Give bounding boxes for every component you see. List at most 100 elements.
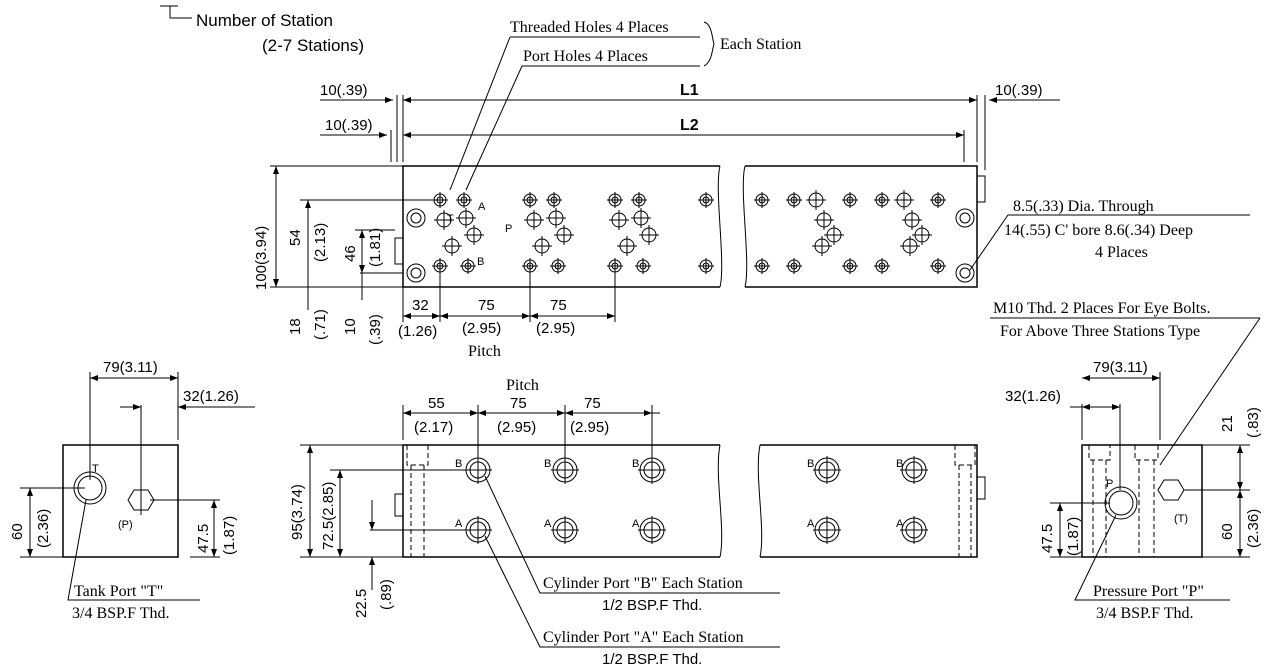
port-hole [524, 210, 544, 230]
left-dim-60-in: (2.36) [35, 509, 52, 548]
callout-each-station: Each Station [720, 36, 801, 53]
front-dim-75b-in: (2.95) [570, 419, 609, 436]
callout-cylinder-a-thread: 1/2 BSP.F Thd. [602, 651, 702, 668]
dim-46-in: (1.81) [367, 228, 384, 267]
dim-l1: L1 [680, 82, 699, 99]
mounting-hole [406, 208, 426, 228]
threaded-hole [754, 192, 770, 208]
front-dim-75b: 75 [584, 395, 601, 412]
left-dim-32: 32(1.26) [183, 388, 239, 405]
front-left-boss [394, 493, 404, 517]
port-hole [434, 210, 454, 230]
front-label-b: B [896, 458, 903, 470]
threaded-hole [754, 258, 770, 274]
front-label-a: A [544, 518, 552, 530]
port-hole [639, 225, 659, 245]
front-label-a: A [807, 518, 815, 530]
threaded-hole [930, 192, 946, 208]
top-block-left [402, 165, 720, 288]
port-hole [617, 236, 637, 256]
cylinder-port [638, 456, 666, 484]
threaded-hole [786, 258, 802, 274]
port-hole [532, 236, 552, 256]
dim-75b-in: (2.95) [536, 320, 575, 337]
callout-eye-bolts-2: For Above Three Stations Type [1000, 323, 1200, 340]
front-label-b: B [807, 458, 814, 470]
right-dim-47-in: (1.87) [1065, 517, 1082, 556]
dim-32: 32 [412, 297, 429, 314]
left-dim-79: 79(3.11) [103, 359, 158, 376]
dim-54-in: (2.13) [312, 223, 329, 262]
port-hole [456, 208, 476, 228]
threaded-hole [930, 258, 946, 274]
right-dim-21-in: (.83) [1245, 407, 1262, 438]
dim-10-left-a: 10(.39) [320, 82, 368, 99]
dim-10-left-b: 10(.39) [325, 117, 373, 134]
front-label-a: A [455, 518, 463, 530]
callout-eye-bolts-1: M10 Thd. 2 Places For Eye Bolts. [993, 300, 1210, 317]
dim-75a-in: (2.95) [462, 320, 501, 337]
right-side-view: P (T) 79(3.11) 32(1.26) 21 (.83) 60 (2.3… [1005, 359, 1262, 622]
front-dim-95: 95(3.74) [289, 484, 306, 540]
eye-bolt-note: M10 Thd. 2 Places For Eye Bolts. For Abo… [990, 300, 1261, 466]
port-hole [902, 210, 922, 230]
callout-port-holes: Port Holes 4 Places [523, 48, 648, 65]
callout-cylinder-a: Cylinder Port "A" Each Station [543, 629, 744, 646]
port-hole [812, 236, 832, 256]
dim-54: 54 [287, 229, 304, 246]
right-side-block [1081, 444, 1203, 558]
callout-cylinder-b: Cylinder Port "B" Each Station [543, 575, 743, 592]
right-dim-47: 47.5 [1039, 524, 1056, 553]
top-left-boss [394, 237, 404, 265]
callout-tank-port: Tank Port "T" [74, 583, 163, 600]
left-dim-60: 60 [9, 523, 26, 540]
threaded-hole [842, 192, 858, 208]
number-of-station-label: Number of Station [196, 11, 333, 30]
front-label-b: B [455, 458, 462, 470]
left-side-block [62, 444, 179, 558]
front-label-a: A [632, 518, 640, 530]
front-right-boss [976, 476, 986, 500]
cylinder-port [551, 516, 579, 544]
dim-10: 10 [342, 318, 359, 335]
top-block-right [745, 165, 978, 288]
front-block-left [402, 444, 720, 558]
dim-75a: 75 [478, 297, 495, 314]
threaded-hole [635, 258, 651, 274]
right-dim-32: 32(1.26) [1005, 388, 1061, 405]
threaded-hole [456, 192, 472, 208]
left-dim-47: 47.5 [195, 524, 212, 553]
front-label-b: B [544, 458, 551, 470]
dim-18: 18 [287, 318, 304, 335]
front-view: B B B B B A A A A A Pitch 55 (2.17) 75 (… [289, 377, 986, 668]
right-dim-79: 79(3.11) [1093, 359, 1148, 376]
left-port-t: T [92, 463, 99, 475]
front-dim-55-in: (2.17) [414, 419, 453, 436]
right-dim-21: 21 [1219, 415, 1236, 432]
cylinder-port [813, 456, 841, 484]
stations-range-label: (2-7 Stations) [262, 36, 364, 55]
port-hole [631, 208, 651, 228]
right-dim-60-in: (2.36) [1245, 509, 1262, 548]
port-hole [464, 225, 484, 245]
threaded-hole [786, 192, 802, 208]
threaded-hole [550, 258, 566, 274]
threaded-hole [874, 258, 890, 274]
cylinder-port [551, 456, 579, 484]
threaded-hole [607, 192, 623, 208]
threaded-hole [842, 258, 858, 274]
port-label-b: B [477, 256, 484, 268]
port-hole [806, 190, 826, 210]
front-label-b: B [632, 458, 639, 470]
front-dim-55: 55 [428, 395, 445, 412]
cylinder-port [813, 516, 841, 544]
dim-75b: 75 [550, 297, 567, 314]
front-dim-75a-in: (2.95) [497, 419, 536, 436]
front-label-a: A [896, 518, 904, 530]
port-hole [894, 190, 914, 210]
threaded-hole [546, 192, 562, 208]
port-label-a: A [478, 201, 486, 213]
port-hole [546, 208, 566, 228]
threaded-hole [522, 192, 538, 208]
